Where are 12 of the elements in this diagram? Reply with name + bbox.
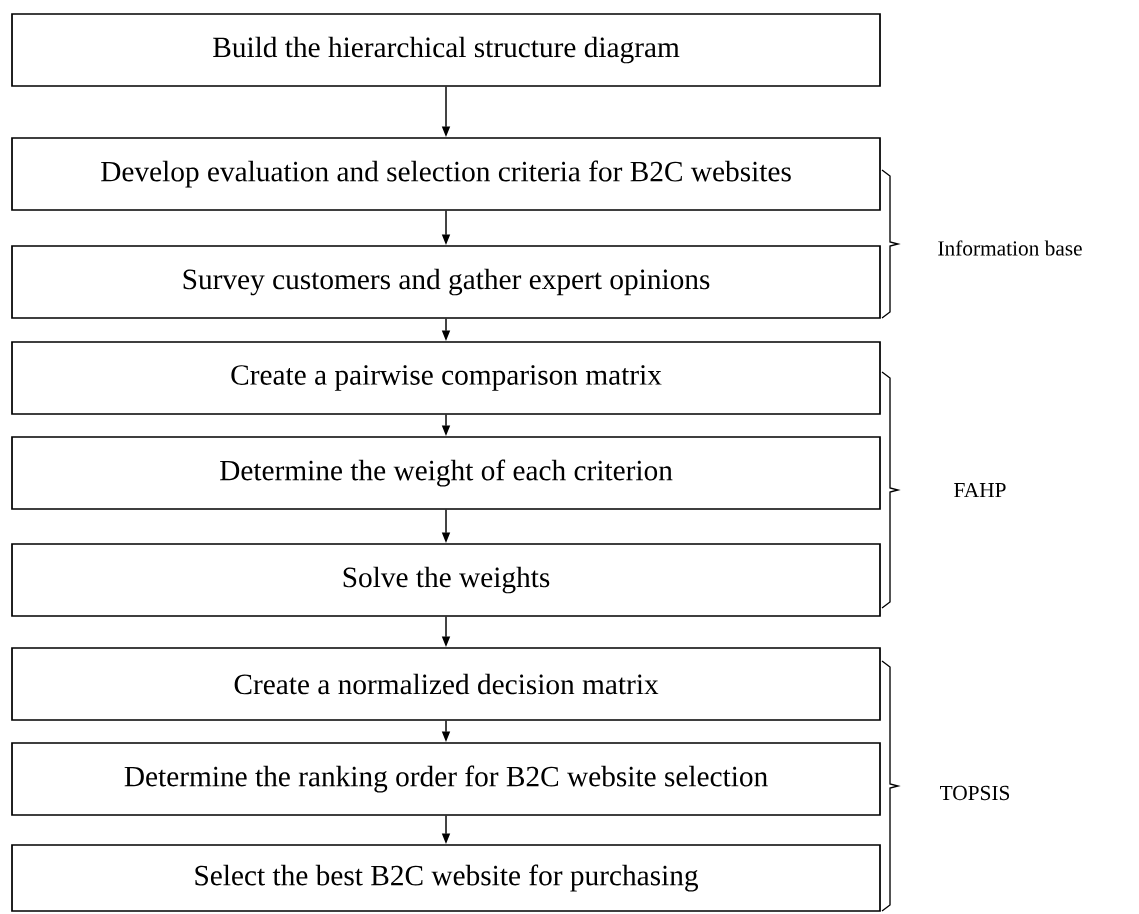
- process-box: Determine the weight of each criterion: [11, 436, 881, 510]
- group-label: Information base: [938, 240, 1082, 256]
- process-box: Create a normalized decision matrix: [11, 647, 881, 721]
- group-label: FAHP: [954, 482, 1006, 498]
- process-box: Solve the weights: [11, 543, 881, 617]
- process-box: Build the hierarchical structure diagram: [11, 13, 881, 87]
- process-box: Develop evaluation and selection criteria for B2C websites: [11, 137, 881, 211]
- process-box: Create a pairwise comparison matrix: [11, 341, 881, 415]
- process-box: Survey customers and gather expert opinions: [11, 245, 881, 319]
- group-label: TOPSIS: [940, 785, 1010, 801]
- process-box: Determine the ranking order for B2C website selection: [11, 742, 881, 816]
- process-box: Select the best B2C website for purchasing: [11, 844, 881, 912]
